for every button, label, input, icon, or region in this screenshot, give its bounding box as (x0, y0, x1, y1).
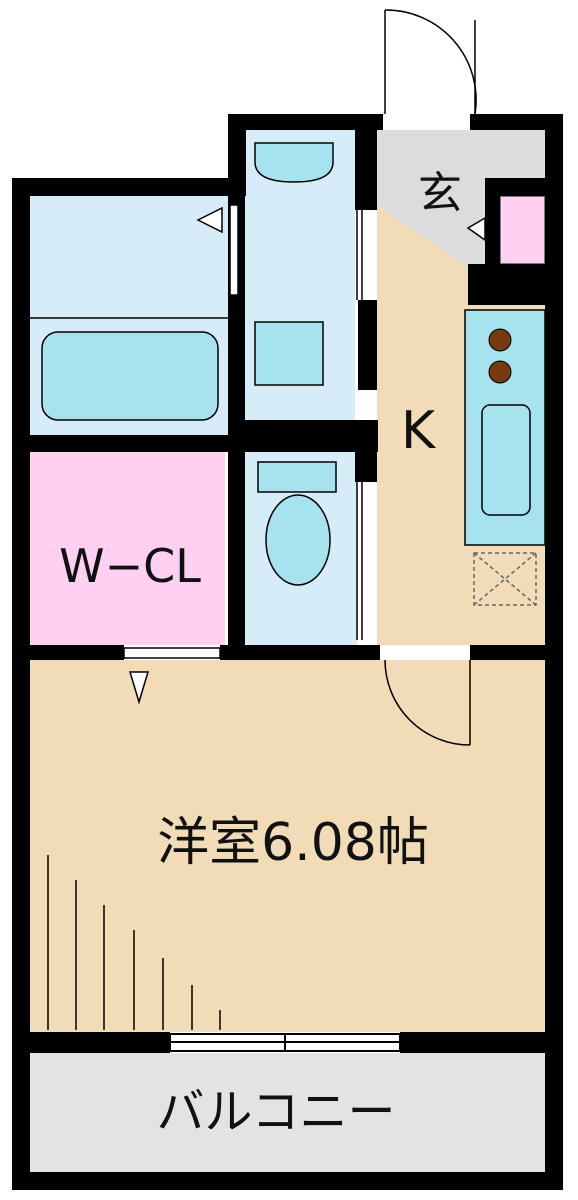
entry-door-swing-icon (384, 9, 477, 115)
room-label-western-room: 洋室6.08帖 (157, 813, 429, 873)
balcony-area (30, 1053, 545, 1180)
entrance-area (377, 130, 545, 268)
washbasin-icon (254, 142, 334, 183)
bath-door-icon (196, 206, 223, 234)
kitchen-sink-icon (481, 404, 531, 516)
stove-burner-icon (488, 360, 512, 384)
toilet-icon (265, 494, 331, 586)
washing-machine-pan-icon (254, 321, 324, 386)
entrance-step-icon (466, 216, 486, 242)
sliding-door-kitchen (356, 210, 363, 640)
walk-in-closet-area (30, 452, 225, 645)
room-label-entrance: 玄 (418, 168, 462, 219)
western-room-area (30, 660, 545, 1032)
walls (12, 114, 563, 1190)
room-label-walk-in-closet: W−CL (59, 539, 201, 593)
sliding-door-balcony (169, 1033, 401, 1052)
stove-burner-icon (488, 328, 512, 352)
room-label-kitchen: K (401, 401, 437, 461)
toilet-tank-icon (257, 461, 337, 493)
closet-door-icon (123, 647, 221, 705)
room-label-balcony: バルコニー (156, 1084, 395, 1140)
shoe-cabinet (499, 195, 546, 265)
light-hatch (47, 855, 221, 1030)
room-door-swing-icon (384, 659, 471, 746)
bathtub-icon (41, 331, 219, 421)
fridge-space-icon (473, 552, 537, 606)
window-bath (229, 204, 239, 296)
